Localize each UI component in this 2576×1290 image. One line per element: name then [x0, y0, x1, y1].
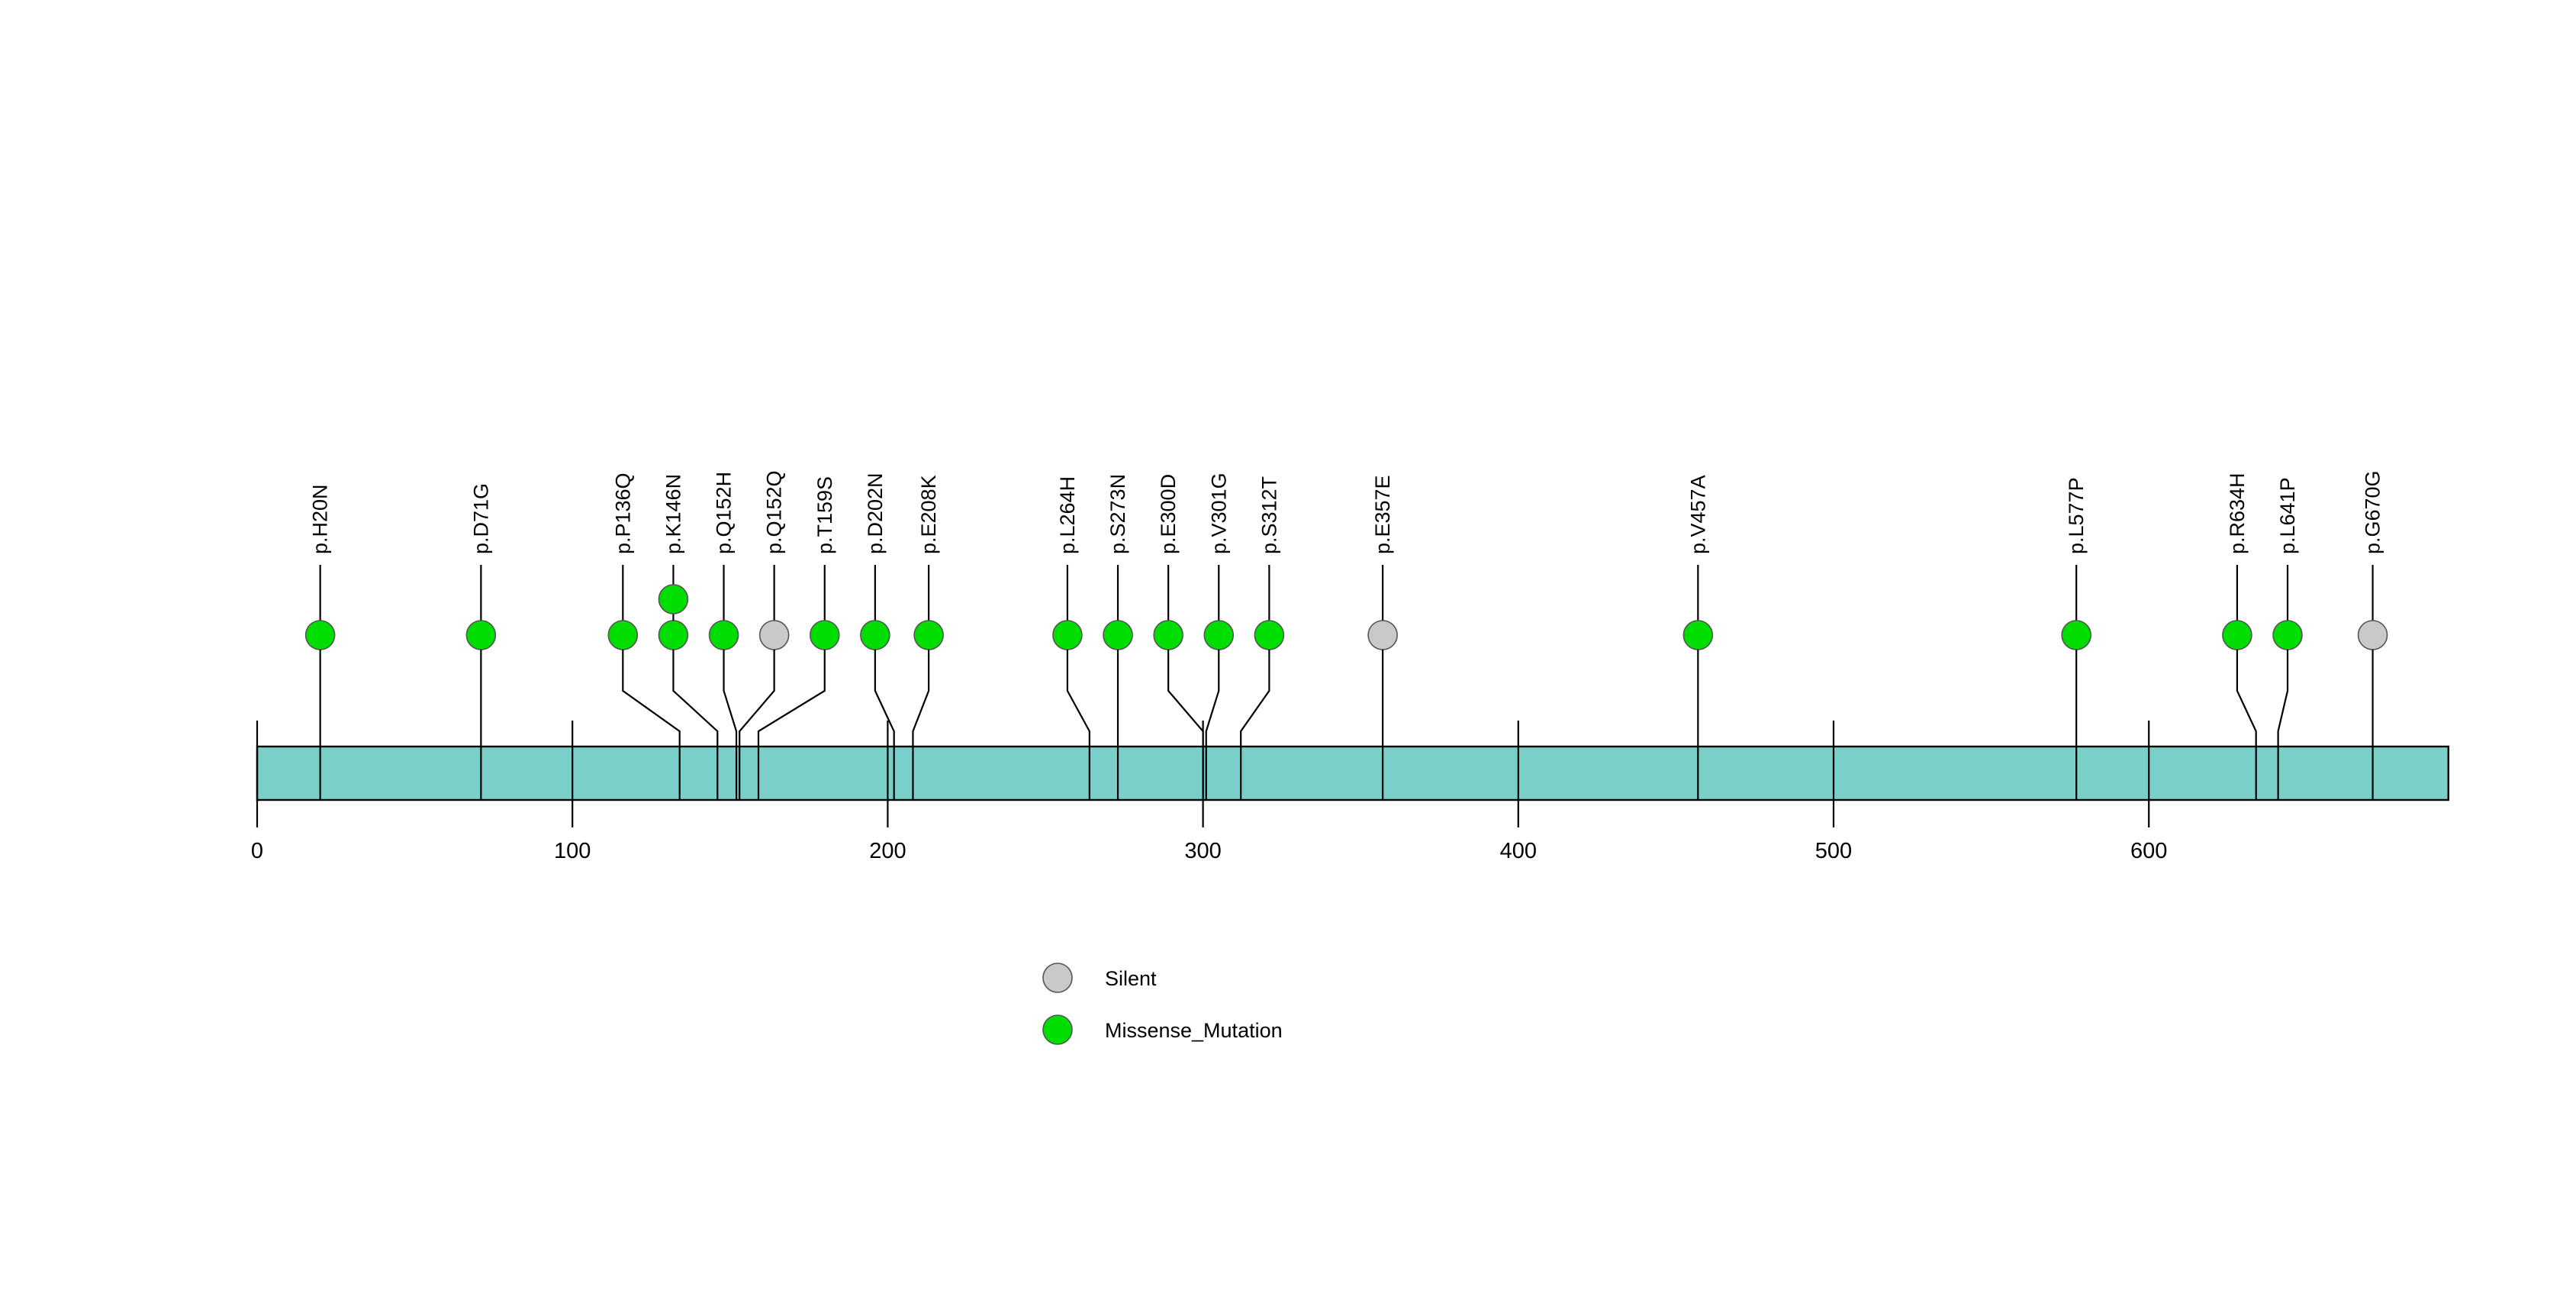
lollipop: p.Q152Q — [739, 470, 790, 800]
lollipops-group: p.H20N p.D71G p.P136Q p.K146N p.Q152H p.Q152Q… — [304, 470, 2388, 800]
lollipop-label: p.V457A — [1686, 475, 1709, 554]
legend-swatch — [1042, 963, 1073, 993]
lollipop: p.H20N — [304, 484, 336, 800]
lollipop-dot[interactable] — [809, 620, 840, 650]
lollipop-dot[interactable] — [758, 620, 790, 650]
lollipop: p.S312T — [1240, 476, 1285, 800]
lollipop: p.V457A — [1682, 475, 1714, 800]
axis-tick-label: 200 — [869, 839, 906, 863]
lollipop-label: p.G670G — [2362, 470, 2384, 554]
lollipop-dot[interactable] — [658, 620, 689, 650]
legend-label: Missense_Mutation — [1105, 1019, 1283, 1042]
lollipop-dot[interactable] — [2222, 620, 2252, 650]
lollipop: p.G670G — [2357, 470, 2388, 800]
lollipop-stem-lower — [874, 650, 895, 800]
lollipop-dot[interactable] — [1052, 620, 1083, 650]
lollipop-stem-lower — [1167, 650, 1204, 800]
lollipop-label: p.L577P — [2065, 477, 2088, 554]
lollipop-stem-lower — [1066, 650, 1090, 800]
lollipop-label: p.D202N — [864, 472, 887, 554]
lollipop-label: p.R634H — [2226, 472, 2249, 554]
lollipop-dot[interactable] — [1103, 620, 1133, 650]
lollipop: p.D202N — [860, 472, 895, 800]
lollipop-stem-lower — [672, 650, 719, 800]
lollipop-dot[interactable] — [2061, 620, 2091, 650]
legend-item[interactable]: Silent — [1042, 963, 1157, 993]
axis-tick-label: 300 — [1184, 839, 1221, 863]
lollipop-label: p.E300D — [1157, 474, 1180, 554]
lollipop: p.T159S — [757, 476, 840, 800]
lollipop-dot[interactable] — [1682, 620, 1714, 650]
lollipop-dot[interactable] — [1153, 620, 1183, 650]
lollipop-dot[interactable] — [2272, 620, 2303, 650]
lollipop-label: p.K146N — [662, 474, 684, 554]
lollipop-dot[interactable] — [465, 620, 497, 650]
lollipop-dot[interactable] — [1367, 620, 1398, 650]
lollipop-label: p.Q152Q — [763, 470, 786, 554]
lollipop-dot[interactable] — [913, 620, 944, 650]
lollipop-dot[interactable] — [658, 584, 689, 614]
lollipop-stem-lower — [739, 650, 775, 800]
legend-swatch — [1042, 1014, 1073, 1045]
lollipop: p.V301G — [1203, 472, 1235, 800]
lollipop-stem-lower — [1240, 650, 1270, 800]
lollipop: p.E300D — [1153, 474, 1204, 800]
lollipop-label: p.T159S — [813, 476, 836, 554]
lollipop-stem-lower — [912, 650, 930, 800]
lollipop: p.L577P — [2061, 477, 2091, 800]
lollipop-dot[interactable] — [304, 620, 336, 650]
lollipop: p.Q152H — [708, 472, 739, 800]
lollipop: p.E208K — [912, 475, 944, 800]
lollipop-dot[interactable] — [860, 620, 890, 650]
lollipop-dot[interactable] — [607, 620, 639, 650]
lollipop-label: p.S273N — [1106, 474, 1129, 554]
lollipop: p.K146N — [658, 474, 719, 800]
lollipop-label: p.L641P — [2276, 477, 2299, 554]
lollipop-dot[interactable] — [708, 620, 739, 650]
lollipop-label: p.L264H — [1056, 476, 1079, 554]
lollipop-label: p.E357E — [1371, 475, 1394, 554]
lollipop-dot[interactable] — [1254, 620, 1285, 650]
lollipop-label: p.P136Q — [611, 472, 634, 554]
lollipop-dot[interactable] — [2357, 620, 2388, 650]
lollipop-label: p.V301G — [1207, 472, 1230, 554]
lollipop-label: p.E208K — [917, 475, 940, 554]
lollipop: p.E357E — [1367, 475, 1398, 800]
lollipop-stem-lower — [622, 650, 681, 800]
axis-tick-label: 100 — [554, 839, 591, 863]
lollipop-stem-lower — [757, 650, 826, 800]
lollipop: p.P136Q — [607, 472, 681, 800]
lollipop-stem-lower — [723, 650, 738, 800]
lollipop-label: p.S312T — [1257, 476, 1280, 554]
axis-tick-label: 600 — [2130, 839, 2167, 863]
lollipop: p.D71G — [465, 483, 497, 800]
legend-label: Silent — [1105, 967, 1157, 990]
lollipop-stem-lower — [2277, 650, 2289, 800]
legend-item[interactable]: Missense_Mutation — [1042, 1014, 1283, 1045]
lollipop-stem-lower — [2236, 650, 2257, 800]
lollipop: p.L641P — [2272, 477, 2303, 800]
lollipop: p.S273N — [1103, 474, 1133, 800]
lollipop-dot[interactable] — [1203, 620, 1235, 650]
protein-backbone-rect — [256, 745, 2449, 801]
axis-tick-label: 400 — [1500, 839, 1537, 863]
lollipop: p.R634H — [2222, 472, 2257, 800]
protein-bar-group — [256, 745, 2449, 801]
axis-tick-label: 500 — [1815, 839, 1852, 863]
lollipop-label: p.D71G — [469, 483, 492, 554]
lollipop-label: p.Q152H — [713, 472, 736, 554]
axis-tick-label: 0 — [251, 839, 263, 863]
lollipop-label: p.H20N — [309, 484, 332, 554]
lollipop: p.L264H — [1052, 476, 1090, 800]
lollipop-stem-lower — [1205, 650, 1220, 800]
